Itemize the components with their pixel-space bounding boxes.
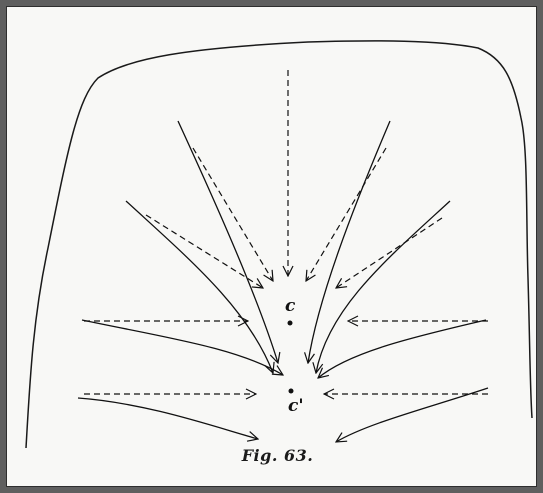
figure-63: c c' Fig. 63. xyxy=(18,18,537,487)
solid-arrow-ur3 xyxy=(318,320,486,378)
label-c-prime: c' xyxy=(288,396,304,416)
arrow-diagram xyxy=(18,18,537,487)
solid-arrow-ul4 xyxy=(78,398,258,439)
point-c-dot xyxy=(288,321,293,326)
solid-arrow-ur1 xyxy=(308,121,390,363)
point-c-prime-dot xyxy=(289,389,294,394)
solid-arrow-ur4 xyxy=(336,388,488,442)
label-c: c xyxy=(285,296,295,316)
dashed-arrow-ul2 xyxy=(146,215,263,288)
solid-arrow-ul1 xyxy=(178,121,278,363)
dashed-arrow-ur1 xyxy=(306,148,386,281)
dashed-arrows xyxy=(84,70,488,394)
solid-arrow-ul3 xyxy=(82,320,283,375)
dashed-arrow-ur2 xyxy=(336,218,442,288)
outline-curve xyxy=(26,41,532,448)
figure-caption: Fig. 63. xyxy=(18,446,537,465)
dashed-arrow-ul1 xyxy=(193,148,273,281)
